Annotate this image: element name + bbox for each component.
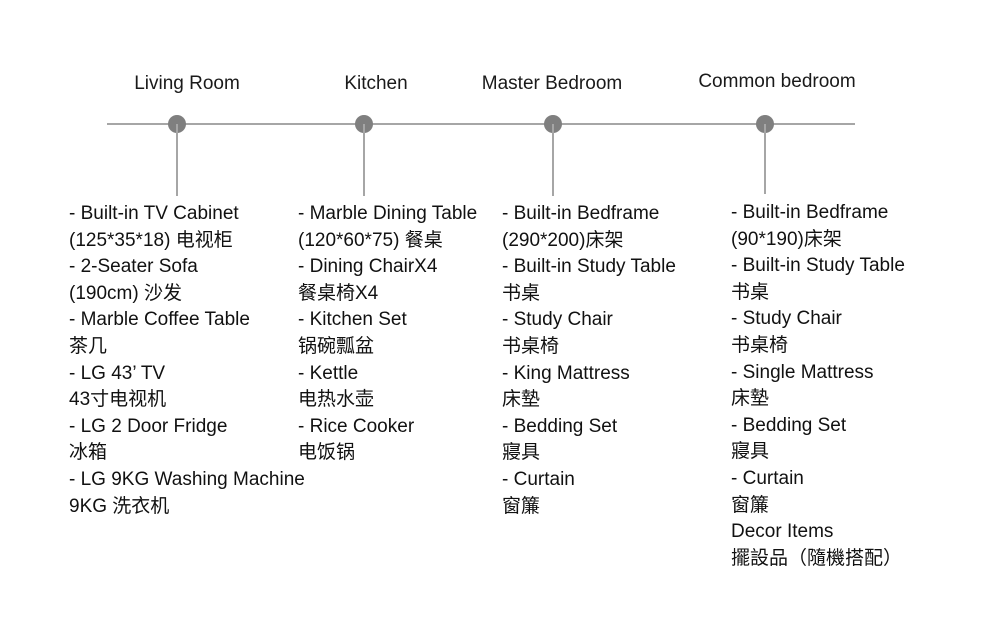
list-item: - Kettle	[298, 362, 359, 384]
list-item: Decor Items	[731, 521, 834, 543]
connector-living-room	[176, 124, 178, 196]
list-item: - Rice Cooker	[298, 415, 415, 437]
item-list-common-bedroom: - Built-in Bedframe (90*190)床架 - Built-i…	[731, 200, 905, 572]
list-item: 床墊	[502, 389, 541, 411]
list-item: - Marble Coffee Table	[69, 309, 250, 331]
list-item: - Single Mattress	[731, 361, 874, 383]
list-item: 窗簾	[731, 494, 770, 516]
list-item: 书桌椅	[502, 335, 560, 357]
room-label-master-bedroom: Master Bedroom	[481, 73, 623, 94]
list-item: 寢具	[502, 442, 541, 464]
connector-master-bedroom	[552, 124, 554, 196]
list-item: - Bedding Set	[731, 414, 847, 436]
list-item: 茶几	[69, 335, 108, 357]
list-item: (125*35*18) 电视柜	[69, 229, 233, 251]
list-item: - Marble Dining Table	[298, 203, 478, 224]
list-item: 床墊	[731, 388, 770, 410]
item-list-kitchen: - Marble Dining Table (120*60*75) 餐桌 - D…	[298, 201, 477, 467]
connector-kitchen	[363, 124, 365, 196]
list-item: 寢具	[731, 441, 770, 463]
timeline-line	[107, 123, 855, 125]
list-item: - Built-in Bedframe	[731, 202, 889, 223]
list-item: - Study Chair	[731, 308, 842, 330]
list-item: 9KG 洗衣机	[69, 495, 170, 517]
list-item: 电热水壶	[298, 389, 375, 411]
list-item: - LG 9KG Washing Machine	[69, 468, 305, 490]
list-item: (90*190)床架	[731, 228, 842, 250]
list-item: 电饭锅	[298, 442, 356, 464]
item-list-master-bedroom: - Built-in Bedframe (290*200)床架 - Built-…	[502, 201, 676, 520]
list-item: - LG 43’ TV	[69, 362, 166, 384]
list-item: 窗簾	[502, 495, 541, 517]
list-item: - Dining ChairX4	[298, 256, 438, 278]
list-item: - LG 2 Door Fridge	[69, 415, 228, 437]
list-item: - Built-in Bedframe	[502, 203, 660, 224]
list-item: - Study Chair	[502, 309, 613, 331]
list-item: (190cm) 沙发	[69, 282, 182, 304]
list-item: 书桌	[731, 281, 770, 303]
list-item: (290*200)床架	[502, 229, 624, 251]
list-item: - Curtain	[502, 468, 575, 490]
list-item: - King Mattress	[502, 362, 630, 384]
connector-common-bedroom	[764, 124, 766, 194]
list-item: 43寸电视机	[69, 389, 167, 411]
list-item: - Kitchen Set	[298, 309, 407, 331]
list-item: 锅碗瓢盆	[298, 335, 375, 357]
list-item: - 2-Seater Sofa	[69, 256, 198, 278]
room-label-kitchen: Kitchen	[344, 73, 408, 94]
list-item: 餐桌椅X4	[298, 282, 379, 304]
room-label-living-room: Living Room	[134, 73, 240, 94]
list-item: (120*60*75) 餐桌	[298, 229, 443, 251]
list-item: - Bedding Set	[502, 415, 618, 437]
list-item: 书桌	[502, 282, 541, 304]
list-item: - Built-in Study Table	[502, 256, 676, 278]
list-item: - Built-in TV Cabinet	[69, 203, 239, 224]
list-item: - Curtain	[731, 467, 804, 489]
item-list-living-room: - Built-in TV Cabinet (125*35*18) 电视柜 - …	[69, 201, 305, 520]
list-item: 书桌椅	[731, 334, 789, 356]
list-item: - Built-in Study Table	[731, 255, 905, 277]
list-item: 擺設品（隨機搭配）	[731, 547, 903, 569]
room-label-common-bedroom: Common bedroom	[698, 71, 856, 92]
list-item: 冰箱	[69, 442, 108, 464]
